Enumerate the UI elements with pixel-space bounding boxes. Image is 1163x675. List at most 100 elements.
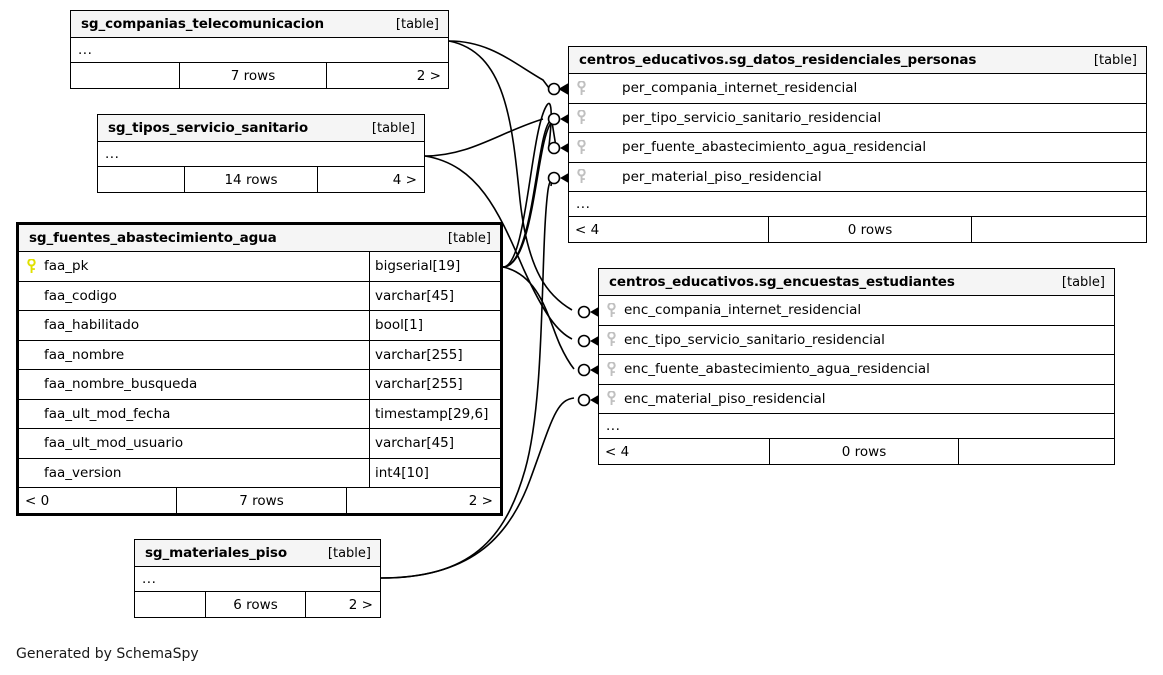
table-row[interactable]: faa_version int4[10] [19,458,500,488]
column-name-cell: per_fuente_abastecimiento_agua_residenci… [569,133,1146,162]
column-name-cell: faa_codigo [19,282,369,311]
column-type: bigserial[19] [369,252,500,281]
footer-parent-count [71,63,179,88]
collapsed-columns-ellipsis: ... [71,38,448,63]
table-kind-label: [table] [1061,274,1105,290]
footer-child-count: 2 > [416,67,441,84]
table-footer: 14 rows 4 > [98,167,424,192]
column-label: per_material_piso_residencial [622,168,822,185]
footer-parent-count: < 4 [605,443,630,460]
column-name-cell: per_material_piso_residencial [569,163,1146,192]
table-kind-label: [table] [447,230,491,246]
column-label: per_tipo_servicio_sanitario_residencial [622,109,882,126]
table-node-sg-materiales-piso[interactable]: sg_materiales_piso [table] ... 6 rows 2 … [134,539,381,618]
column-type: timestamp[29,6] [369,399,500,428]
footer-row-count: 7 rows [176,488,347,513]
column-name-cell: per_compania_internet_residencial [569,74,1146,103]
column-name-cell: faa_ult_mod_usuario [19,429,369,458]
table-node-sg-companias-telecomunicacion[interactable]: sg_companias_telecomunicacion [table] ..… [70,10,449,89]
key-icon-foreign [607,332,616,347]
table-footer: < 0 7 rows 2 > [19,488,500,513]
column-name-cell: faa_ult_mod_fecha [19,400,369,429]
table-node-datos-residenciales-personas[interactable]: centros_educativos.sg_datos_residenciale… [568,46,1147,243]
table-kind-label: [table] [371,120,415,136]
table-row[interactable]: enc_material_piso_residencial [599,384,1114,414]
column-type: int4[10] [369,458,500,487]
table-kind-label: [table] [395,16,439,32]
column-label: enc_compania_internet_residencial [624,302,862,319]
table-row[interactable]: enc_compania_internet_residencial [599,296,1114,326]
key-icon-foreign [577,139,586,155]
table-row[interactable]: faa_nombre varchar[255] [19,340,500,370]
key-icon-foreign [607,302,616,318]
footer-child-count: 2 > [468,492,493,509]
column-label: faa_nombre_busqueda [44,376,198,393]
table-footer: < 4 0 rows [569,217,1146,242]
table-row[interactable]: faa_nombre_busqueda varchar[255] [19,370,500,400]
column-type: varchar[45] [369,281,500,310]
column-label: faa_ult_mod_usuario [44,435,184,452]
table-row[interactable]: faa_pk bigserial[19] [19,252,500,282]
table-row[interactable]: faa_codigo varchar[45] [19,281,500,311]
footer-child-count [972,217,1146,242]
column-name-cell: enc_material_piso_residencial [599,385,1114,414]
footer-parent-count [98,167,184,192]
table-kind-label: [table] [327,545,371,561]
footer-parent-count [135,592,205,617]
footer-child-count [959,439,1114,464]
column-type: bool[1] [369,311,500,340]
column-name-cell: faa_pk [19,252,369,281]
generated-by-credit: Generated by SchemaSpy [16,646,199,662]
footer-row-count: 0 rows [768,217,972,242]
table-row[interactable]: faa_ult_mod_fecha timestamp[29,6] [19,399,500,429]
table-header: centros_educativos.sg_datos_residenciale… [569,47,1146,74]
table-row[interactable]: per_tipo_servicio_sanitario_residencial [569,103,1146,133]
column-label: faa_version [44,464,122,481]
column-type: varchar[255] [369,340,500,369]
column-label: faa_ult_mod_fecha [44,405,171,422]
table-row[interactable]: per_compania_internet_residencial [569,74,1146,104]
collapsed-columns-ellipsis: ... [135,567,380,592]
table-header: sg_tipos_servicio_sanitario [table] [98,115,424,142]
key-icon-foreign [577,169,586,184]
table-node-sg-fuentes-abastecimiento-agua[interactable]: sg_fuentes_abastecimiento_agua [table] f… [16,222,503,516]
column-name-cell: enc_compania_internet_residencial [599,296,1114,325]
column-label: faa_codigo [44,287,117,304]
table-row[interactable]: per_material_piso_residencial [569,162,1146,192]
table-title: centros_educativos.sg_encuestas_estudian… [609,274,955,290]
key-icon-foreign [577,110,586,125]
column-label: enc_tipo_servicio_sanitario_residencial [624,331,885,348]
table-node-encuestas-estudiantes[interactable]: centros_educativos.sg_encuestas_estudian… [598,268,1115,465]
footer-child-count: 2 > [348,596,373,613]
table-header: sg_companias_telecomunicacion [table] [71,11,448,38]
table-row[interactable]: faa_ult_mod_usuario varchar[45] [19,429,500,459]
table-row[interactable]: enc_fuente_abastecimiento_agua_residenci… [599,355,1114,385]
table-footer: 6 rows 2 > [135,592,380,617]
table-title: sg_companias_telecomunicacion [81,16,325,32]
key-icon-foreign [607,361,616,377]
column-label: per_compania_internet_residencial [622,80,858,97]
column-label: enc_fuente_abastecimiento_agua_residenci… [624,361,930,378]
footer-row-count: 7 rows [179,63,327,88]
table-row[interactable]: faa_habilitado bool[1] [19,311,500,341]
column-name-cell: per_tipo_servicio_sanitario_residencial [569,104,1146,133]
table-header: sg_materiales_piso [table] [135,540,380,567]
collapsed-columns-ellipsis: ... [98,142,424,167]
table-node-sg-tipos-servicio-sanitario[interactable]: sg_tipos_servicio_sanitario [table] ... … [97,114,425,193]
column-name-cell: faa_nombre_busqueda [19,370,369,399]
column-name-cell: enc_fuente_abastecimiento_agua_residenci… [599,355,1114,384]
footer-row-count: 0 rows [769,439,959,464]
footer-child-count: 4 > [392,171,417,188]
footer-row-count: 6 rows [205,592,306,617]
table-title: sg_materiales_piso [145,545,288,561]
key-icon-primary [27,258,36,274]
column-label: per_fuente_abastecimiento_agua_residenci… [622,139,927,156]
table-row[interactable]: enc_tipo_servicio_sanitario_residencial [599,325,1114,355]
collapsed-columns-ellipsis: ... [569,192,1146,217]
table-row[interactable]: per_fuente_abastecimiento_agua_residenci… [569,133,1146,163]
footer-parent-count: < 0 [25,492,50,509]
table-title: sg_fuentes_abastecimiento_agua [29,230,277,246]
column-type: varchar[255] [369,370,500,399]
table-kind-label: [table] [1093,52,1137,68]
